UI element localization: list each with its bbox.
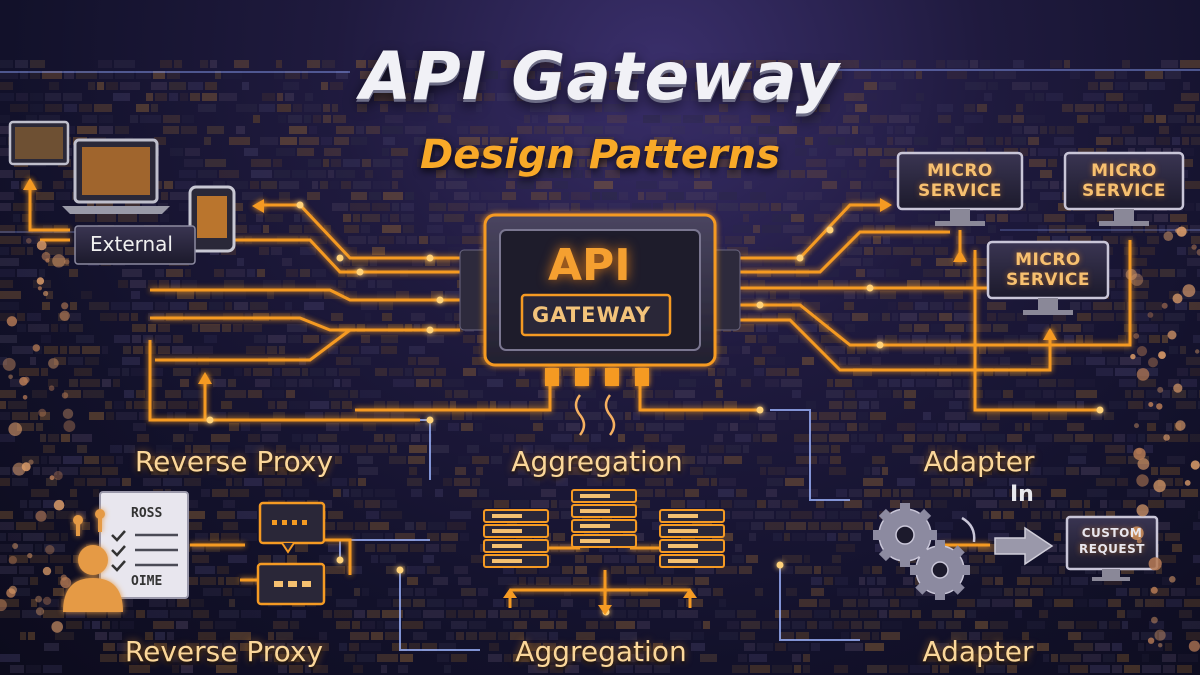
document-line-2: OIME [131, 574, 163, 589]
custom-request-label: CUSTOM REQUEST [1079, 526, 1145, 556]
page-subtitle: Design Patterns [419, 132, 781, 178]
connector-lines [28, 180, 1132, 422]
gear-icon [878, 508, 965, 595]
document-icon [99, 491, 189, 599]
microservice-monitor-2 [1063, 151, 1185, 226]
token-box-icon [256, 562, 326, 606]
phone-icon [188, 185, 236, 253]
up-arrows [23, 178, 1057, 384]
right-arrow-icon [994, 526, 1054, 566]
microservice-label-3: MICRO SERVICE [1005, 250, 1091, 290]
api-gateway-chip [459, 213, 741, 436]
label-reverse-proxy-top: Reverse Proxy [134, 445, 334, 478]
server-stacks [483, 489, 725, 568]
gateway-main-label: API [548, 240, 631, 291]
small-laptop-icon [8, 120, 70, 166]
gateway-sub-label: GATEWAY [532, 303, 652, 327]
label-adapter-bottom: Adapter [922, 635, 1034, 668]
microservice-monitor-1 [896, 151, 1024, 226]
page-title: API Gateway [360, 38, 840, 115]
microservice-monitor-3 [986, 240, 1110, 315]
aggregation-arrows [503, 588, 697, 615]
message-bubble-icon [258, 501, 326, 554]
microservice-label-2: MICRO SERVICE [1081, 161, 1167, 201]
document-line-1: ROSS [131, 506, 163, 521]
laptop-icon [62, 138, 170, 214]
user-icon [63, 509, 123, 612]
label-adapter-top: Adapter [923, 445, 1035, 478]
microservice-label-1: MICRO SERVICE [917, 161, 1003, 201]
label-aggregation-bottom: Aggregation [515, 635, 687, 668]
label-aggregation-top: Aggregation [511, 445, 683, 478]
decorative-foliage [0, 226, 1200, 652]
label-reverse-proxy-bottom: Reverse Proxy [124, 635, 324, 668]
gear-teeth [873, 503, 970, 600]
adapter-in-label: In [1010, 482, 1034, 507]
external-label: External [90, 232, 173, 256]
external-box [74, 225, 196, 265]
rotate-arrow-icon [961, 516, 976, 543]
